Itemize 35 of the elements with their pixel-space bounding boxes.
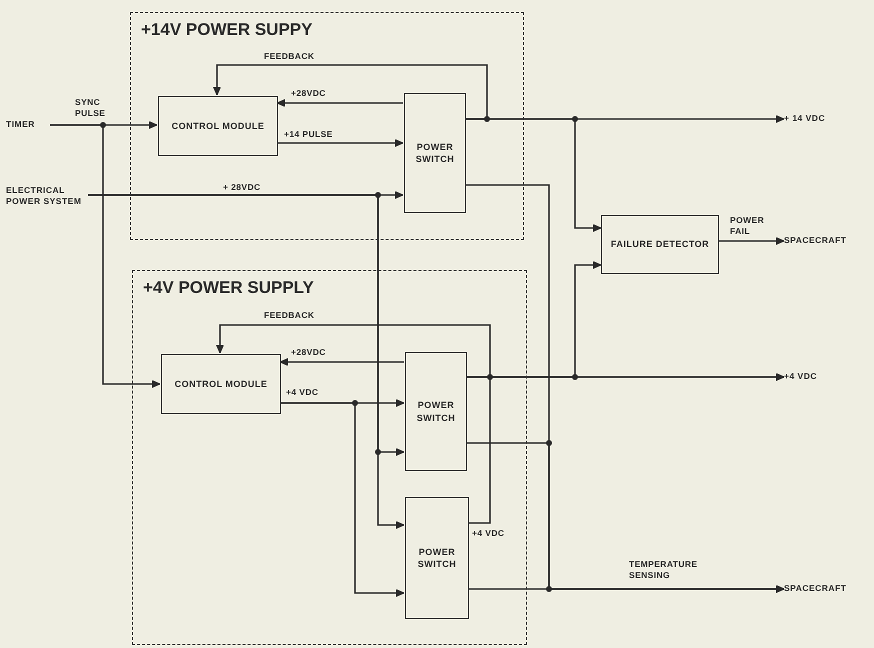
connector-arrow [50, 124, 160, 388]
module-box: CONTROL MODULE [161, 354, 281, 414]
group-title: +14V POWER SUPPY [141, 20, 312, 40]
connector-arrow [468, 585, 784, 593]
module-box: FAILURE DETECTOR [601, 215, 719, 274]
connector-arrow [277, 139, 404, 147]
signal-text: TIMER [6, 118, 50, 132]
edge-label: FEEDBACK [263, 51, 316, 62]
signal-text: +4 VDC [784, 370, 844, 384]
module-box: POWER SWITCH [405, 497, 469, 619]
connector-arrow [466, 261, 602, 378]
connector-arrow [280, 358, 404, 366]
power-supply-group [132, 270, 527, 645]
connector-arrow [280, 402, 404, 597]
edge-label: +28VDC [290, 88, 327, 100]
connector-arrow [468, 373, 784, 524]
connector-arrow [465, 118, 602, 232]
module-box: POWER SWITCH [405, 352, 467, 471]
edge-label: +14 PULSE [283, 129, 334, 140]
connector-arrow [719, 237, 784, 245]
signal-text: + 14 VDC [784, 112, 844, 126]
edge-label: +28VDC [290, 347, 327, 358]
edge-label: +4 VDC [471, 528, 506, 540]
edge-label: +4 VDC [285, 387, 320, 398]
edge-label: + 28VDC [222, 182, 262, 194]
edge-label: FEEDBACK [263, 310, 316, 322]
module-box: POWER SWITCH [404, 93, 466, 213]
connector-arrow [276, 99, 403, 107]
power-supply-group [130, 12, 524, 240]
connector-arrow [88, 194, 404, 529]
signal-text: SPACECRAFT [784, 582, 870, 596]
group-title: +4V POWER SUPPLY [143, 278, 314, 298]
signal-text: SPACECRAFT [784, 234, 870, 248]
signal-text: ELECTRICAL POWER SYSTEM [6, 178, 88, 214]
module-box: CONTROL MODULE [158, 96, 278, 156]
